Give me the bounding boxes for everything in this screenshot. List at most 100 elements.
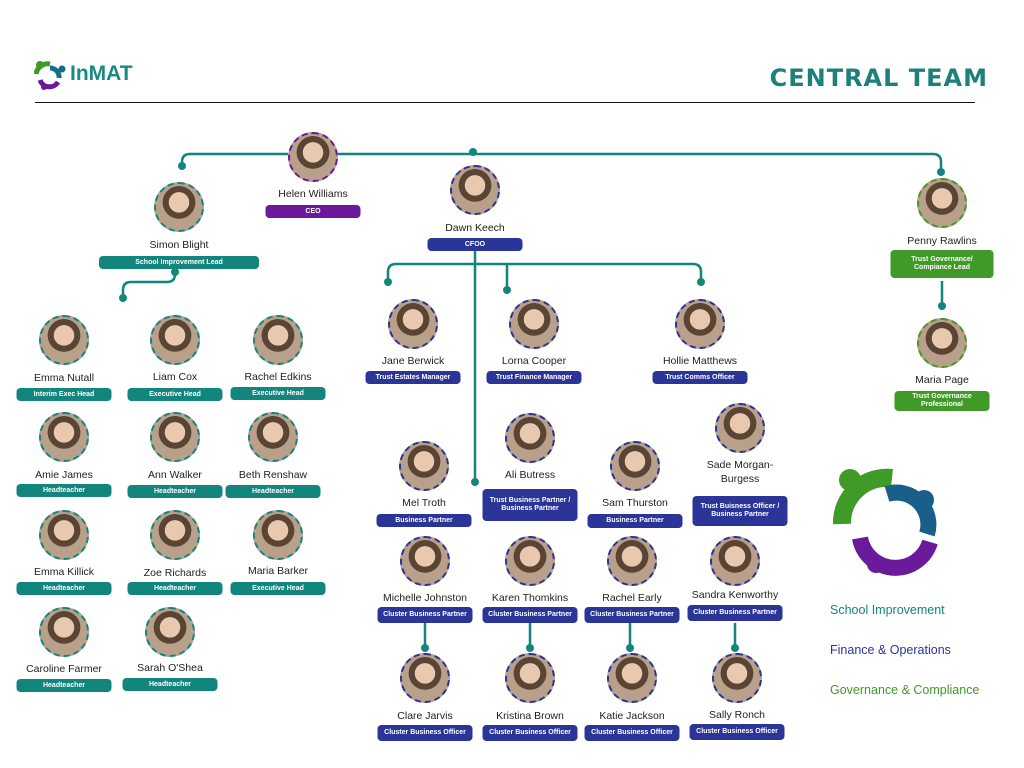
person-name: Rachel Early [602, 592, 662, 604]
avatar [400, 653, 450, 703]
role-badge: Cluster Business Partner [377, 607, 473, 623]
person-name: Kristina Brown [496, 710, 564, 722]
role-badge: Headteacher [122, 678, 218, 691]
role-badge: Executive Head [127, 388, 223, 401]
avatar [607, 536, 657, 586]
person-name: Simon Blight [149, 239, 209, 251]
avatar [253, 315, 303, 365]
avatar [150, 412, 200, 462]
avatar [505, 653, 555, 703]
avatar [675, 299, 725, 349]
avatar [509, 299, 559, 349]
person-name: Jane Berwick [381, 355, 445, 367]
avatar [150, 315, 200, 365]
person-name: Katie Jackson [599, 710, 665, 722]
avatar [505, 536, 555, 586]
person-name: Emma Nutall [33, 372, 95, 384]
person-name: Sam Thurston [602, 497, 668, 509]
role-badge: Trust Estates Manager [365, 371, 461, 384]
person-name: Sarah O'Shea [137, 662, 203, 674]
avatar [39, 607, 89, 657]
role-badge: Headteacher [127, 582, 223, 595]
role-badge: Interim Exec Head [16, 388, 112, 401]
role-badge: CEO [265, 205, 361, 218]
person-name: Beth Renshaw [238, 469, 308, 481]
role-badge: Cluster Business Officer [689, 724, 785, 740]
role-badge: Executive Head [230, 582, 326, 595]
person-name: Clare Jarvis [397, 710, 453, 722]
avatar [505, 413, 555, 463]
role-badge: Trust Buisness Officer / Business Partne… [692, 496, 788, 526]
person-name: Dawn Keech [445, 222, 505, 234]
avatar [400, 536, 450, 586]
person-name: Liam Cox [152, 371, 198, 383]
role-badge: Executive Head [230, 387, 326, 400]
role-badge: Trust Finance Manager [486, 371, 582, 384]
avatar [39, 412, 89, 462]
person-name: Karen Thomkins [491, 592, 569, 604]
person-name: Sally Ronch [708, 709, 766, 721]
avatar [39, 315, 89, 365]
person-name: Michelle Johnston [382, 592, 468, 604]
avatar [715, 403, 765, 453]
person-name: Penny Rawlins [907, 235, 977, 247]
person-name: Sandra Kenworthy [691, 589, 779, 601]
avatar [710, 536, 760, 586]
person-name: Caroline Farmer [26, 663, 102, 675]
legend-item: School Improvement [830, 603, 945, 617]
person-name: Helen Williams [278, 188, 348, 200]
role-badge: Headteacher [225, 485, 321, 498]
person-name: Zoe Richards [143, 567, 207, 579]
avatar [917, 318, 967, 368]
person-name: Ali Butress [504, 469, 556, 481]
role-badge: Headteacher [127, 485, 223, 498]
avatar [388, 299, 438, 349]
role-badge: Cluster Business Partner [687, 605, 783, 621]
role-badge: Cluster Business Partner [482, 607, 578, 623]
role-badge: Trust Business Partner / Business Partne… [482, 489, 578, 521]
person-name: Rachel Edkins [244, 371, 312, 383]
logo-text: InMAT [70, 62, 133, 85]
legend-item: Governance & Compliance [830, 683, 980, 697]
avatar [253, 510, 303, 560]
role-badge: Trust Governance Professional [894, 391, 990, 411]
role-badge: Business Partner [376, 514, 472, 527]
avatar [39, 510, 89, 560]
person-name: Mel Troth [402, 497, 446, 509]
person-name: Lorna Cooper [501, 355, 567, 367]
role-badge: Trust Comms Officer [652, 371, 748, 384]
role-badge: Cluster Business Officer [482, 725, 578, 741]
avatar [145, 607, 195, 657]
role-badge: Cluster Business Officer [584, 725, 680, 741]
role-badge: Trust Governance/ Compiance Lead [890, 250, 994, 278]
avatar [399, 441, 449, 491]
person-name: Maria Barker [247, 565, 309, 577]
role-badge: School Improvement Lead [99, 256, 259, 269]
person-name: Hollie Matthews [662, 355, 738, 367]
role-badge: Cluster Business Partner [584, 607, 680, 623]
person-name: Amie James [35, 469, 93, 481]
avatar [248, 412, 298, 462]
avatar [154, 182, 204, 232]
avatar [712, 653, 762, 703]
avatar [607, 653, 657, 703]
person-name: Ann Walker [148, 469, 202, 481]
avatar [288, 132, 338, 182]
page-title: CENTRAL TEAM [769, 64, 988, 92]
role-badge: Headteacher [16, 679, 112, 692]
role-badge: Headteacher [16, 484, 112, 497]
role-badge: Business Partner [587, 514, 683, 528]
logo-icon [34, 61, 66, 90]
brand-logo-icon [833, 468, 938, 576]
avatar [917, 178, 967, 228]
role-badge: Headteacher [16, 582, 112, 595]
avatar [610, 441, 660, 491]
avatar [450, 165, 500, 215]
person-name: Emma Killick [33, 566, 95, 578]
header-divider [35, 102, 975, 103]
person-name: Maria Page [915, 374, 969, 386]
role-badge: Cluster Business Officer [377, 725, 473, 741]
legend-item: Finance & Operations [830, 643, 951, 657]
avatar [150, 510, 200, 560]
